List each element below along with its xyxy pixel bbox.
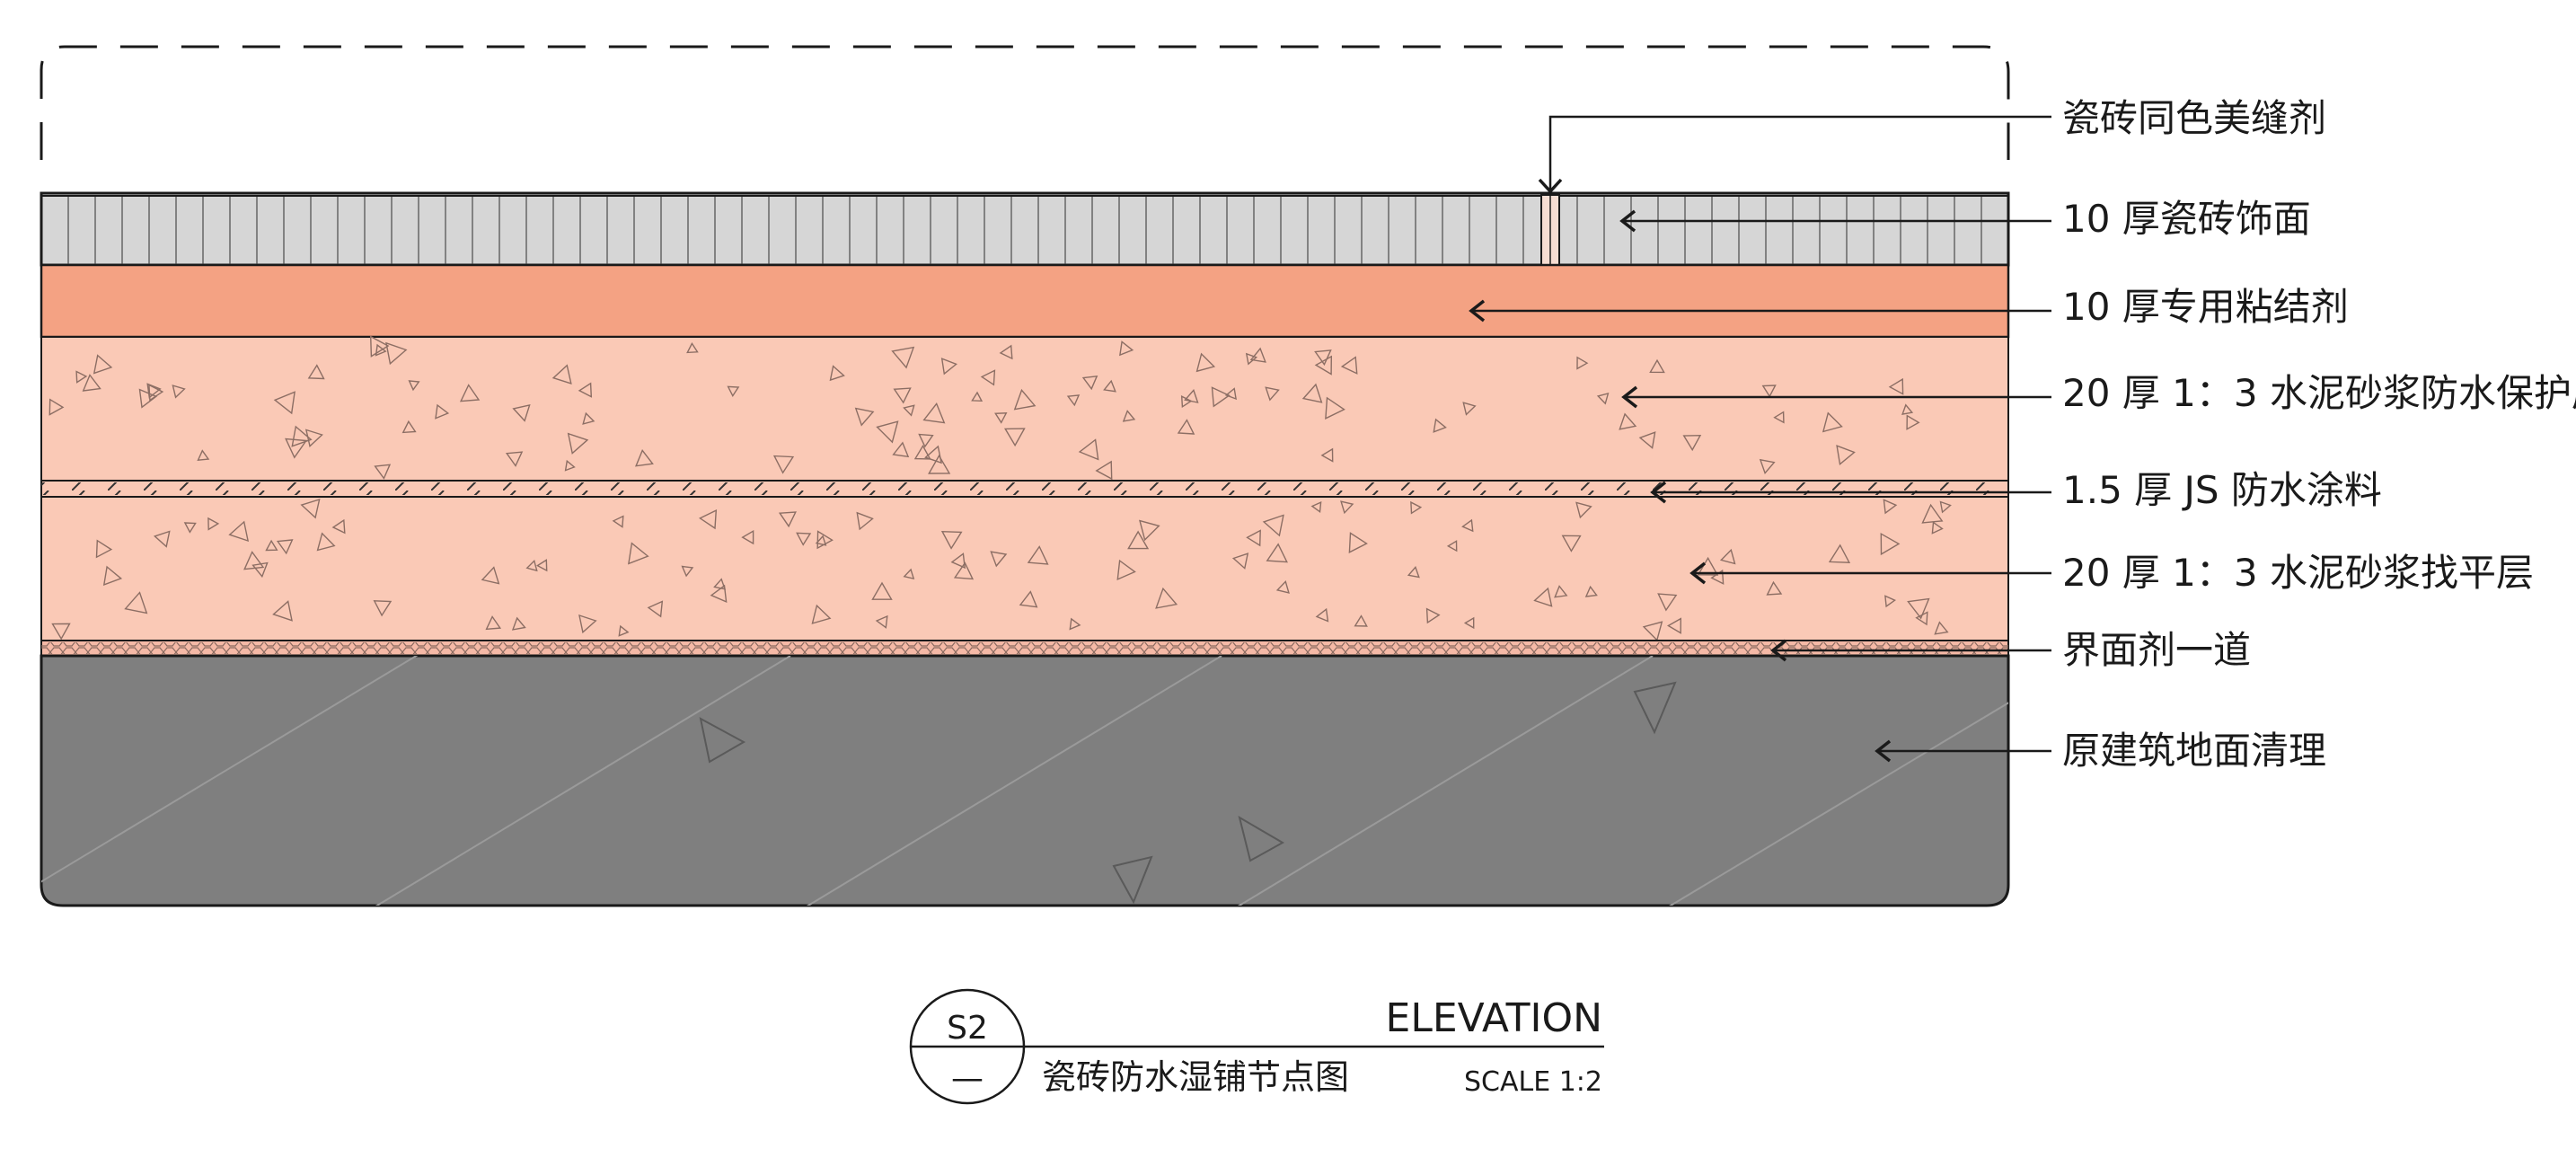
label-leveling: 20 厚 1：3 水泥砂浆找平层 — [2062, 551, 2534, 595]
leader-arrow — [1770, 639, 1787, 662]
adhesive-layer — [40, 263, 2010, 339]
leader-arrow — [1650, 481, 1667, 504]
label-grout: 瓷砖同色美缝剂 — [2062, 96, 2326, 140]
leader-lines — [1469, 115, 2051, 763]
label-base: 原建筑地面清理 — [2062, 729, 2326, 773]
detail-number: — — [951, 1060, 984, 1097]
drawing-title: 瓷砖防水湿铺节点图 — [1042, 1057, 1349, 1097]
leader-arrow — [1875, 739, 1892, 763]
leveling-mortar-layer — [40, 496, 2009, 641]
leader-arrow — [1538, 178, 1563, 194]
label-adhesive: 10 厚专用粘结剂 — [2062, 285, 2349, 329]
interface-agent-layer — [40, 640, 2009, 657]
grout-joint — [1540, 194, 1560, 266]
view-name: ELEVATION — [1386, 995, 1602, 1041]
leader-arrow — [1469, 299, 1486, 323]
title-block: S2 — ELEVATION 瓷砖防水湿铺节点图 SCALE 1:2 — [909, 988, 1604, 1105]
leader-arrow — [1689, 561, 1707, 585]
scale-label: SCALE 1:2 — [1464, 1066, 1602, 1098]
protective-mortar-layer — [40, 335, 2009, 482]
leader-line — [1548, 115, 2051, 191]
sheet-id: S2 — [947, 1010, 988, 1047]
section-boundary — [40, 45, 2010, 160]
label-interface: 界面剂一道 — [2062, 628, 2251, 672]
callout-labels: 瓷砖同色美缝剂 10 厚瓷砖饰面 10 厚专用粘结剂 20 厚 1：3 水泥砂浆… — [2062, 96, 2576, 773]
tile-layer — [40, 191, 2010, 267]
label-protect: 20 厚 1：3 水泥砂浆防水保护层 — [2062, 371, 2576, 415]
label-tile: 10 厚瓷砖饰面 — [2062, 197, 2311, 241]
existing-floor-base — [40, 654, 2010, 907]
label-waterproof: 1.5 厚 JS 防水涂料 — [2062, 468, 2382, 512]
leader-arrow — [1619, 209, 1636, 233]
waterproof-coating-layer — [40, 480, 2009, 498]
leader-arrow — [1621, 385, 1638, 409]
